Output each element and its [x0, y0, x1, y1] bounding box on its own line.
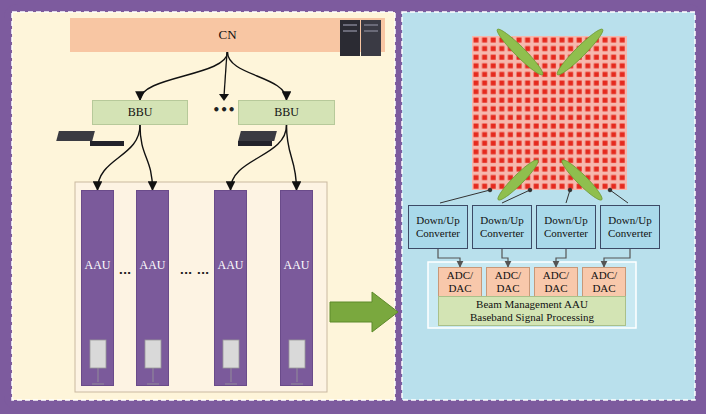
node-text: Down/Up Converter — [476, 214, 528, 239]
converter-box: Down/Up Converter — [472, 205, 532, 249]
aau-column: AAU — [81, 190, 114, 386]
node-text: BBU — [274, 106, 299, 120]
server-icon — [340, 20, 381, 56]
converter-box: Down/Up Converter — [600, 205, 660, 249]
ellipsis-label: ... — [197, 264, 210, 277]
ellipsis-label: ... — [119, 264, 132, 277]
connector-arrow — [287, 125, 297, 190]
adc-box: ADC/DAC — [438, 267, 482, 297]
node-text: AAU — [218, 259, 244, 273]
bbu-device-icon — [56, 131, 277, 146]
connector-arrow — [604, 249, 630, 267]
ellipsis-label: ... — [180, 264, 193, 277]
connector-arrow — [140, 52, 228, 100]
feed-lines — [440, 188, 628, 203]
middle-arrow-head — [219, 94, 229, 101]
baseband-box: Beam Management AAU Baseband Signal Proc… — [438, 296, 626, 326]
zoom-arrow — [330, 292, 398, 332]
adc-box: ADC/DAC — [486, 267, 530, 297]
node-text: ADC/DAC — [589, 269, 619, 294]
adc-box: ADC/DAC — [582, 267, 626, 297]
adc-box: ADC/DAC — [534, 267, 578, 297]
left-panel — [12, 12, 395, 400]
antenna-blades — [494, 26, 606, 203]
bbu-box: BBU — [92, 100, 188, 125]
node-text: CN — [218, 28, 236, 43]
node-text: Down/Up Converter — [540, 214, 592, 239]
aau-column: AAU — [136, 190, 169, 386]
baseband-group — [428, 262, 636, 328]
node-text: AAU — [85, 259, 111, 273]
connector-arrow — [228, 52, 287, 100]
connector-arrow — [502, 249, 508, 267]
converter-box: Down/Up Converter — [408, 205, 468, 249]
ellipsis-label: ••• — [212, 103, 235, 117]
frame — [4, 4, 702, 410]
aau-device-icon — [90, 340, 305, 384]
connector-arrow — [556, 249, 566, 267]
node-text: Beam Management AAU Baseband Signal Proc… — [457, 298, 607, 323]
node-text: AAU — [140, 259, 166, 273]
node-text: ADC/DAC — [493, 269, 523, 294]
converter-box: Down/Up Converter — [536, 205, 596, 249]
aau-group — [75, 182, 327, 392]
right-panel — [402, 12, 695, 400]
node-text: AAU — [284, 259, 310, 273]
node-text: Down/Up Converter — [604, 214, 656, 239]
connector-arrow — [438, 249, 460, 267]
node-text: Down/Up Converter — [412, 214, 464, 239]
antenna-array — [472, 36, 627, 190]
core-network-bar: CN — [70, 18, 385, 52]
aau-column: AAU — [214, 190, 247, 386]
connector-arrow — [140, 125, 153, 190]
connector-arrow — [231, 125, 287, 190]
node-text: BBU — [128, 106, 153, 120]
connector-arrow — [98, 125, 141, 190]
node-text: ADC/DAC — [445, 269, 475, 294]
node-text: ADC/DAC — [541, 269, 571, 294]
aau-column: AAU — [280, 190, 313, 386]
bbu-box: BBU — [238, 100, 335, 125]
antenna-elements — [472, 36, 627, 190]
